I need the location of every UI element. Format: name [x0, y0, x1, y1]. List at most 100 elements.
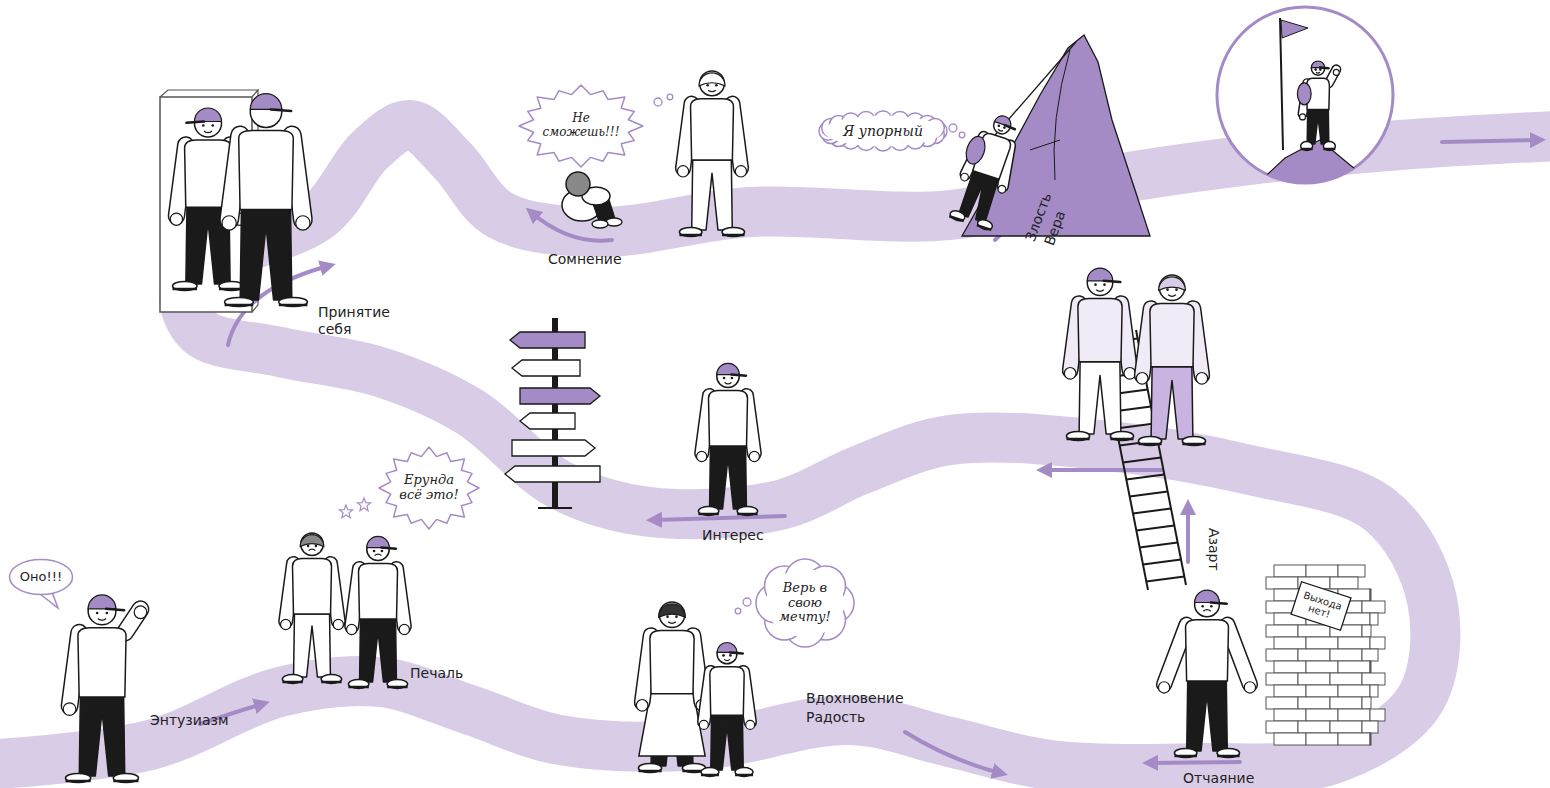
ladder-rung: [1123, 458, 1161, 463]
cap-brim: [730, 651, 743, 654]
cap-brim: [1104, 281, 1121, 282]
direction-sign: [520, 388, 600, 404]
ladder-rung: [1136, 526, 1174, 531]
eye: [1175, 288, 1178, 291]
brick: [1362, 601, 1385, 613]
brick: [1362, 721, 1378, 733]
direction-arrow: [905, 732, 1000, 773]
leg: [240, 209, 292, 300]
torso: [691, 99, 734, 160]
brick: [1370, 613, 1378, 625]
ladder-rung: [1133, 509, 1171, 514]
hand: [1136, 373, 1148, 385]
thought-dot: [949, 124, 957, 132]
mouth: [204, 131, 212, 133]
shoe-sole: [1182, 443, 1205, 446]
torso: [709, 391, 748, 447]
eye: [706, 84, 709, 87]
flag: [1281, 20, 1308, 38]
brick: [1330, 673, 1362, 685]
shoe: [679, 228, 702, 237]
stage-label: Сомнение: [548, 251, 622, 268]
brick: [1370, 709, 1385, 721]
hand: [746, 720, 755, 729]
backpack: [1297, 83, 1311, 105]
eye: [1003, 126, 1006, 129]
eye: [675, 615, 678, 618]
brick: [1298, 721, 1330, 733]
stage-label: Энтузиазм: [150, 712, 229, 729]
hand: [222, 216, 236, 230]
speech-burst: Не сможешь!!!: [518, 84, 644, 168]
shoe: [701, 768, 719, 777]
hand: [677, 166, 688, 177]
shoe-sole: [1174, 755, 1197, 758]
thought-bubble: Верь в свою мечту!: [755, 558, 855, 648]
eye: [202, 124, 205, 127]
mouth: [309, 549, 316, 550]
mother-figure: [636, 602, 707, 773]
torso: [78, 628, 126, 697]
shoe-sole: [113, 780, 138, 783]
thought-dot: [735, 608, 741, 614]
hand: [735, 166, 746, 177]
leg: [294, 614, 331, 677]
brick: [1370, 733, 1371, 745]
eye: [723, 377, 726, 380]
cap-brim: [271, 109, 291, 111]
thought-dot: [743, 598, 751, 606]
arm-outline: [1227, 625, 1250, 685]
stage-label: Принятие себя: [318, 304, 398, 338]
shoe: [698, 507, 718, 516]
shoe: [976, 218, 993, 231]
torso: [359, 564, 398, 620]
shoe: [65, 774, 90, 783]
speech-bubble: Оно!!!: [8, 558, 74, 596]
road-band: [0, 125, 1550, 769]
brick: [1362, 625, 1371, 637]
mouth: [725, 382, 732, 383]
burst-shape: [519, 85, 643, 167]
brick: [1330, 697, 1362, 709]
cloud-core: [766, 569, 844, 637]
brick: [1266, 649, 1298, 661]
direction-arrow: [1044, 468, 1162, 472]
shoe: [737, 507, 757, 516]
shoe: [113, 774, 138, 783]
direction-sign: [505, 466, 600, 482]
hand: [997, 184, 1007, 194]
bubble-shape: [10, 560, 73, 595]
ladder-rung: [1146, 577, 1184, 582]
cap-brim: [731, 375, 746, 376]
eye: [96, 612, 99, 615]
cap-brim: [1211, 603, 1227, 604]
mouth: [998, 129, 1003, 132]
eye: [1103, 283, 1106, 286]
direction-arrow: [1442, 140, 1538, 142]
hand: [1158, 682, 1169, 693]
shoe: [1182, 437, 1205, 446]
boy-figure: [222, 94, 310, 307]
shoe-sole: [1066, 438, 1089, 441]
stage-label: Печаль: [410, 665, 463, 682]
hair: [1159, 277, 1186, 290]
shoe: [722, 228, 745, 237]
leg: [1079, 362, 1121, 434]
mouth: [98, 619, 106, 621]
hand: [1064, 368, 1076, 380]
direction-arrow: [1186, 507, 1190, 562]
brick: [1338, 637, 1370, 649]
brick: [1338, 733, 1370, 745]
brick: [1306, 709, 1338, 721]
cloud-core: [824, 116, 943, 147]
ladder-rung: [1130, 492, 1168, 497]
brick: [1298, 697, 1330, 709]
shoe-sole: [701, 774, 719, 777]
hand: [170, 213, 182, 225]
hand: [134, 606, 147, 619]
shoe-sole: [679, 234, 702, 237]
shoe-sole: [949, 216, 964, 221]
thought-dot: [654, 98, 662, 106]
hand: [1300, 114, 1306, 120]
